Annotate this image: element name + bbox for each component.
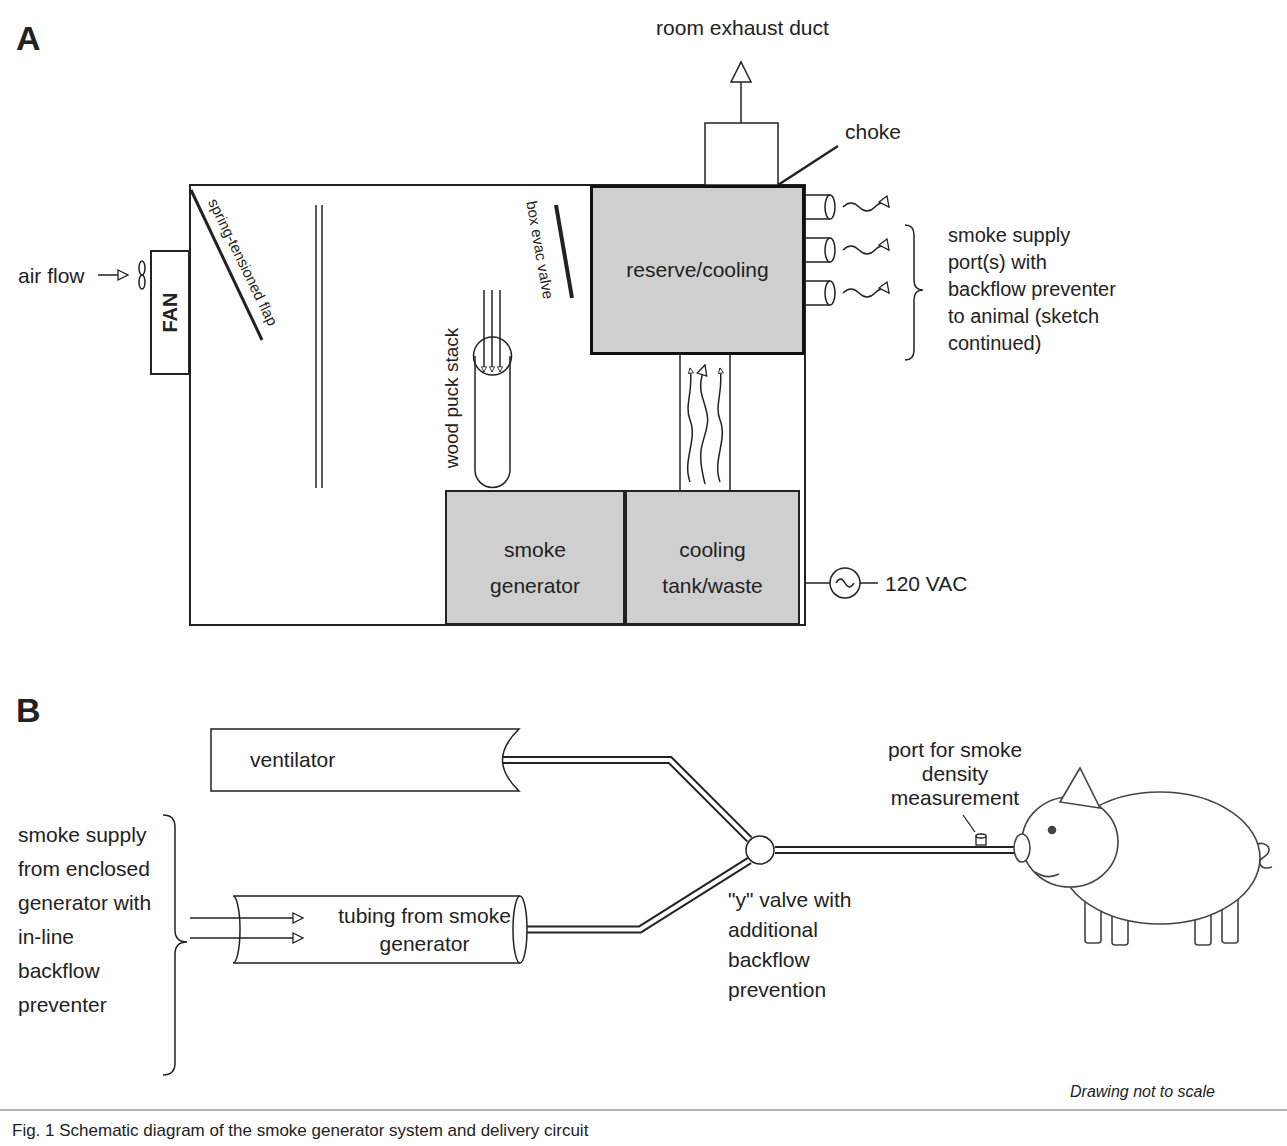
flow-arrow [701, 365, 708, 484]
baffle [321, 205, 323, 488]
evac-valve [556, 205, 572, 298]
connector-group [701, 365, 708, 484]
valve-outline [746, 836, 774, 864]
power-source [830, 568, 860, 598]
tubing-cylinder: tubing from smoke generator [225, 895, 528, 964]
animal-tube [976, 834, 986, 838]
node-text: ventilator [250, 745, 335, 775]
tube-bore [502, 760, 750, 840]
wood-puck-tube [491, 290, 493, 372]
cylinder-end [513, 896, 527, 963]
evac-valve [556, 205, 572, 298]
node-text: cooling tank/waste [653, 532, 773, 604]
part-label: 120 VAC [885, 570, 968, 597]
supply-ports [843, 246, 889, 254]
note-text: Drawing not to scale [1070, 1082, 1215, 1103]
neck-channel [680, 355, 730, 490]
neck-channel [718, 368, 723, 482]
caption-rule [0, 1109, 1287, 1111]
tube-connector [526, 861, 750, 930]
power-source [860, 582, 878, 584]
supply-bracket [163, 815, 187, 1075]
supply-ports [905, 225, 923, 360]
exhaust-duct [731, 62, 751, 82]
power-source [836, 579, 854, 587]
node-text: reserve/cooling [626, 255, 768, 285]
animal-tube [775, 848, 1016, 852]
wood-puck-tube [499, 290, 501, 372]
exhaust-duct [705, 123, 778, 185]
y-valve-outline [745, 835, 775, 865]
y-valve: "y" valve with additional backflow preve… [745, 835, 775, 865]
ventilator-box: ventilator [210, 728, 520, 792]
supply-ports [825, 281, 835, 305]
supply-ports [805, 195, 923, 360]
supply-ports [825, 195, 835, 219]
panel-letter: B [16, 688, 41, 732]
part-label: room exhaust duct [650, 14, 835, 41]
reserve-box: reserve/cooling [590, 185, 805, 355]
supply-bracket [190, 937, 303, 939]
exhaust-duct [778, 146, 838, 185]
pig-illustration [1049, 827, 1056, 834]
animal-tube [963, 815, 975, 832]
animal-tube [775, 815, 1016, 850]
neck-channel [729, 355, 731, 490]
supply-bracket [190, 917, 303, 919]
caption-rule [0, 1109, 1287, 1111]
fan-symbol [98, 274, 128, 276]
tube-bore [526, 861, 750, 930]
wood-puck-tube [483, 290, 485, 372]
connector-group [526, 861, 750, 930]
enclosure [190, 185, 805, 625]
fan-symbol [98, 261, 145, 289]
neck-channel [688, 368, 693, 482]
part-label: choke [845, 118, 901, 145]
tube-connector [502, 760, 750, 840]
node-text: tubing from smoke generator [337, 901, 512, 958]
fan-box: FAN [150, 250, 190, 375]
wood-puck-tube [474, 290, 512, 488]
node-text: "y" valve with additional backflow preve… [728, 885, 893, 1005]
power-source [805, 582, 830, 584]
part-label: spring-tensioned flap [204, 195, 283, 329]
pig-illustration [1035, 872, 1059, 877]
cylinder-outline [233, 896, 520, 963]
fan-symbol [139, 275, 145, 289]
exhaust-duct [740, 82, 742, 123]
part-label: box evac valve [522, 199, 558, 300]
note-text: smoke supply from enclosed generator wit… [18, 818, 158, 1022]
figure-caption: Fig. 1 Schematic diagram of the smoke ge… [12, 1120, 588, 1142]
part-label: port for smoke density measurement [880, 738, 1030, 810]
pig-illustration [1022, 797, 1118, 887]
supply-ports [843, 289, 889, 297]
animal-tube [775, 846, 1016, 854]
baffle [316, 205, 322, 488]
panel-letter: A [16, 16, 41, 60]
ventilator-outline [211, 729, 519, 791]
power-source [805, 568, 878, 598]
pig-illustration [1014, 768, 1272, 945]
note-text: smoke supply port(s) with backflow preve… [948, 222, 1126, 357]
fan-symbol [139, 261, 145, 275]
cooling-tank-box: cooling tank/waste [625, 490, 800, 625]
connector-group [502, 760, 750, 840]
pig-illustration [1014, 834, 1030, 862]
neck-channel [679, 355, 681, 490]
node-text: smoke generator [480, 532, 590, 604]
exhaust-duct [705, 62, 838, 185]
part-label: air flow [18, 262, 85, 289]
supply-bracket [163, 815, 303, 1075]
supply-ports [825, 238, 835, 262]
baffle [315, 205, 317, 488]
supply-ports [843, 203, 889, 211]
enclosure [190, 185, 805, 625]
part-label: wood puck stack [440, 328, 465, 468]
pig-illustration [1060, 768, 1100, 808]
node-text: FAN [156, 293, 185, 333]
generator-box: smoke generator [445, 490, 625, 625]
